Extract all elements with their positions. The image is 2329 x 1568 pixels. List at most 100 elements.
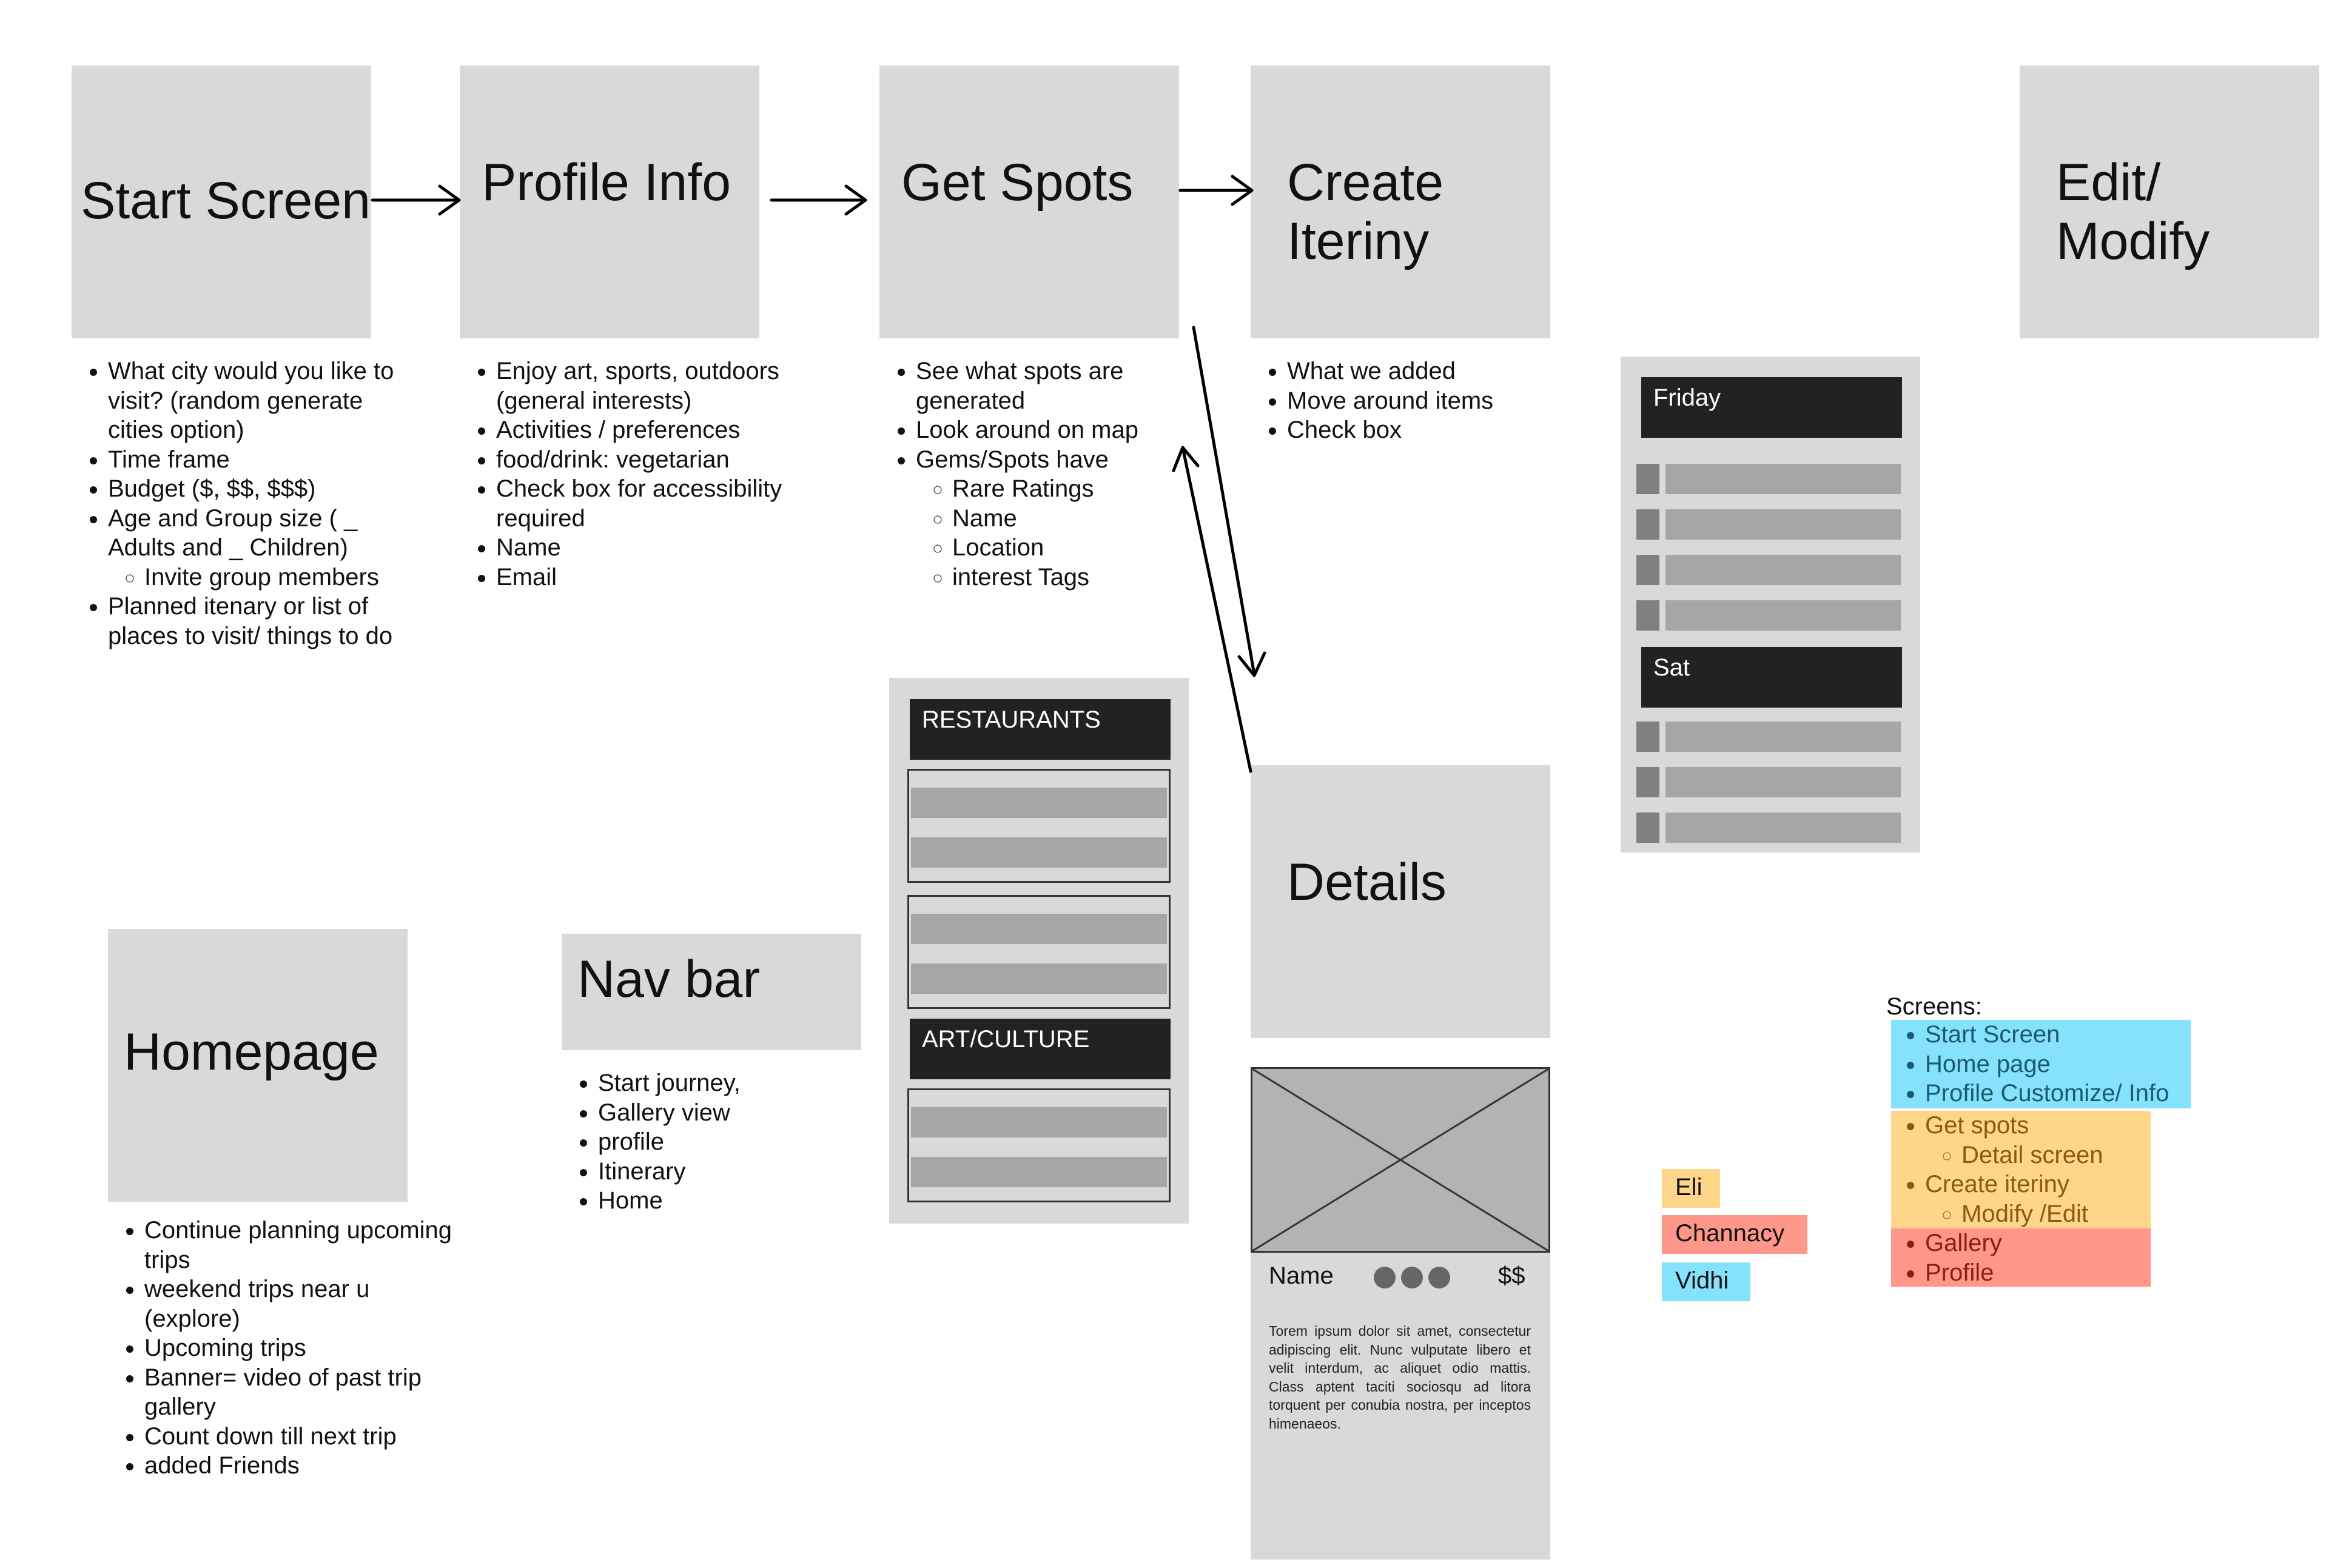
list-item: Create iteriny Modify /Edit: [1925, 1170, 2151, 1228]
list-item: What we added: [1287, 357, 1590, 386]
list-item: Home page: [1925, 1050, 2191, 1079]
list-item: Modify /Edit: [1961, 1199, 2151, 1229]
item-handle: [1636, 509, 1659, 540]
list-item: Invite group members: [144, 563, 423, 592]
start-screen-notes: What city would you like to visit? (rand…: [72, 357, 423, 651]
list-item: Start journey,: [598, 1068, 901, 1098]
list-item: added Friends: [144, 1451, 460, 1481]
list-item: Location: [952, 533, 1219, 563]
arrow-details-to-spots: [1172, 446, 1252, 773]
team-tag-vidhi: Vidhi: [1662, 1262, 1750, 1301]
arrow-profile-to-spots: [770, 184, 867, 216]
list-item: Continue planning upcoming trips: [144, 1216, 460, 1275]
create-itinerary-title: Create Iteriny: [1287, 153, 1444, 271]
list-item: Activities / preferences: [496, 415, 812, 445]
list-item: Enjoy art, sports, outdoors (general int…: [496, 357, 812, 415]
day-header-friday: Friday: [1641, 377, 1902, 438]
details-box: Details: [1251, 765, 1550, 1038]
list-item: profile: [598, 1127, 901, 1157]
list-item: Email: [496, 563, 812, 592]
list-item: Check box for accessibility required: [496, 474, 812, 533]
item-bar: [1665, 600, 1901, 631]
legend-channacy: Gallery Profile: [1891, 1228, 2151, 1287]
item-bar: [1665, 464, 1901, 494]
category-header-art-culture: ART/CULTURE: [910, 1019, 1171, 1079]
rating-dot-icon: [1428, 1267, 1450, 1288]
list-item: Banner= video of past trip gallery: [144, 1363, 460, 1422]
edit-modify-title: Edit/ Modify: [2056, 153, 2210, 271]
list-item: Rare Ratings: [952, 474, 1219, 504]
edit-modify-box: Edit/ Modify: [2020, 65, 2319, 338]
homepage-title: Homepage: [124, 1023, 379, 1081]
team-tag-channacy: Channacy: [1662, 1215, 1807, 1254]
arrow-start-to-profile: [371, 184, 461, 216]
item-handle: [1636, 722, 1659, 752]
item-bar: [1665, 509, 1901, 540]
list-item: Gallery view: [598, 1098, 901, 1128]
list-item: What city would you like to visit? (rand…: [108, 357, 423, 445]
item-bar: [1665, 555, 1901, 585]
navbar-box: Nav bar: [562, 934, 861, 1050]
rating-dot-icon: [1401, 1267, 1423, 1288]
spot-card: [907, 895, 1171, 1009]
list-item: Gallery: [1925, 1228, 2151, 1258]
image-placeholder: [1251, 1067, 1550, 1253]
list-item: Home: [598, 1186, 901, 1216]
list-item: Move around items: [1287, 386, 1590, 416]
homepage-notes: Continue planning upcoming trips weekend…: [108, 1216, 460, 1481]
item-bar: [1665, 722, 1901, 752]
navbar-title: Nav bar: [577, 950, 761, 1008]
create-itinerary-box: Create Iteriny: [1251, 65, 1550, 338]
list-item: Upcoming trips: [144, 1333, 460, 1363]
list-item: Detail screen: [1961, 1141, 2151, 1170]
create-itinerary-notes: What we added Move around items Check bo…: [1251, 357, 1590, 445]
item-handle: [1636, 767, 1659, 797]
item-handle: [1636, 812, 1659, 843]
item-handle: [1636, 600, 1659, 631]
list-item: Gems/Spots have Rare Ratings Name Locati…: [916, 445, 1219, 592]
list-item: Itinerary: [598, 1157, 901, 1187]
list-item: Profile Customize/ Info: [1925, 1079, 2191, 1108]
start-screen-box: Start Screen: [72, 65, 371, 338]
list-item: food/drink: vegetarian: [496, 445, 812, 475]
list-item: Count down till next trip: [144, 1422, 460, 1452]
spot-card: [907, 1088, 1171, 1202]
list-item: See what spots are generated: [916, 357, 1219, 415]
day-header-sat: Sat: [1641, 647, 1902, 708]
category-header-restaurants: RESTAURANTS: [910, 699, 1171, 760]
list-item: Get spots Detail screen: [1925, 1111, 2151, 1170]
list-item: Time frame: [108, 445, 423, 475]
arrow-spots-to-create: [1178, 175, 1254, 206]
details-title: Details: [1287, 853, 1447, 911]
description-text: Torem ipsum dolor sit amet, consectetur …: [1269, 1323, 1531, 1432]
list-item: Name: [952, 504, 1219, 534]
list-item: Budget ($, $$, $$$): [108, 474, 423, 504]
start-screen-title: Start Screen: [81, 172, 371, 230]
list-item: Name: [496, 533, 812, 563]
item-bar: [1665, 812, 1901, 843]
list-item: interest Tags: [952, 563, 1219, 592]
list-item: Check box: [1287, 415, 1590, 445]
list-item: Age and Group size ( _ Adults and _ Chil…: [108, 504, 423, 592]
price-label: $$: [1498, 1262, 1525, 1289]
profile-info-title: Profile Info: [482, 153, 731, 212]
profile-info-box: Profile Info: [460, 65, 759, 338]
rating-dot-icon: [1374, 1267, 1396, 1288]
arrow-spots-to-details: [1192, 326, 1266, 677]
list-item: weekend trips near u (explore): [144, 1275, 460, 1333]
navbar-notes: Start journey, Gallery view profile Itin…: [562, 1068, 901, 1216]
spot-name-label: Name: [1269, 1262, 1334, 1289]
item-handle: [1636, 555, 1659, 585]
get-spots-title: Get Spots: [901, 153, 1134, 212]
legend-eli: Get spots Detail screen Create iteriny M…: [1891, 1111, 2151, 1228]
get-spots-box: Get Spots: [879, 65, 1179, 338]
legend-vidhi: Start Screen Home page Profile Customize…: [1891, 1020, 2191, 1108]
team-tag-eli: Eli: [1662, 1169, 1720, 1208]
list-item: Profile: [1925, 1258, 2151, 1288]
get-spots-notes: See what spots are generated Look around…: [879, 357, 1219, 592]
legend-title: Screens:: [1886, 993, 1982, 1020]
homepage-box: Homepage: [108, 929, 408, 1202]
profile-info-notes: Enjoy art, sports, outdoors (general int…: [460, 357, 812, 592]
list-item: Start Screen: [1925, 1020, 2191, 1050]
